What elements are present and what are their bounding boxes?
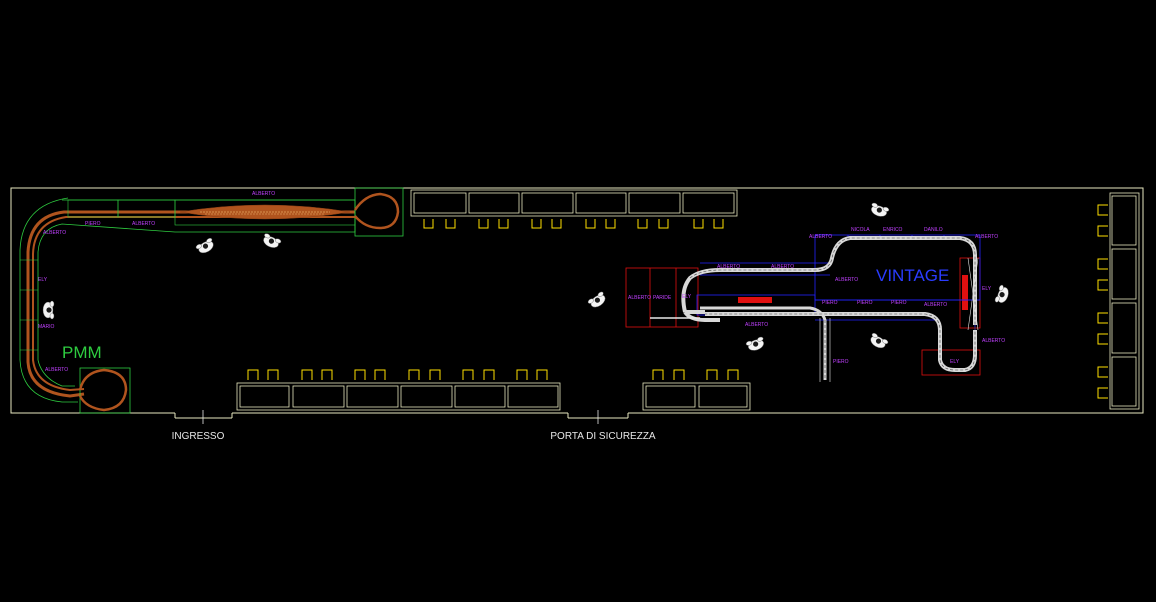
- top-tables: [410, 189, 738, 217]
- entrance-label: INGRESSO: [172, 431, 225, 442]
- operator-tag: PIERO: [822, 300, 838, 306]
- operator-tag: ALBERTO: [975, 234, 998, 240]
- room-walls: [10, 187, 1144, 419]
- person-icon: [260, 232, 283, 251]
- right-seats: [1097, 204, 1108, 399]
- operator-tag: ELY: [682, 294, 692, 300]
- bottom-tables: [236, 382, 751, 411]
- person-icon: [868, 201, 891, 220]
- operator-tag: ALBERTO: [132, 221, 155, 227]
- right-tables: [1109, 192, 1140, 410]
- person-icon: [993, 283, 1012, 306]
- operator-tag: ELY: [950, 359, 960, 365]
- top-seats: [423, 219, 724, 229]
- bottom-seats: [247, 369, 739, 380]
- emergency-exit-label: PORTA DI SICUREZZA: [550, 431, 656, 442]
- operator-tag: ALBERTO: [835, 277, 858, 283]
- operator-tag: ALBERTO: [982, 338, 1005, 344]
- operator-tag: PARIDE: [653, 295, 672, 301]
- vintage-track-label: VINTAGE: [876, 266, 949, 285]
- person-icon: [42, 300, 55, 320]
- operator-tag: PIERO: [833, 359, 849, 365]
- operator-tag: ALBERTO: [252, 191, 275, 197]
- operator-tag: ENRICO: [883, 227, 903, 233]
- operator-tag: DANILO: [924, 227, 943, 233]
- person-icon: [867, 331, 890, 352]
- person-icon: [744, 335, 767, 354]
- operator-tag: ALBERTO: [43, 230, 66, 236]
- person-icon: [586, 290, 609, 311]
- operator-tag: ELY: [38, 277, 48, 283]
- person-icon: [194, 236, 217, 257]
- operator-tag: ALBERTO: [809, 234, 832, 240]
- operator-tag: PIERO: [857, 300, 873, 306]
- operator-tag: ALBERTO: [924, 302, 947, 308]
- operator-tag: MARIO: [38, 324, 55, 330]
- vintage-track: [625, 234, 981, 382]
- pmm-track: [19, 187, 404, 414]
- operator-tag: ALBERTO: [745, 322, 768, 328]
- operator-tag: ELY: [982, 286, 992, 292]
- operator-tag: NICOLA: [851, 227, 870, 233]
- pmm-track-label: PMM: [62, 343, 102, 362]
- operator-tag: PIERO: [891, 300, 907, 306]
- operator-tag: ALBERTO: [717, 264, 740, 270]
- operator-tag: ALBERTO: [628, 295, 651, 301]
- operator-tag: PIERO: [85, 221, 101, 227]
- operator-tag: ALBERTO: [45, 367, 68, 373]
- operator-tag: ALBERTO: [771, 264, 794, 270]
